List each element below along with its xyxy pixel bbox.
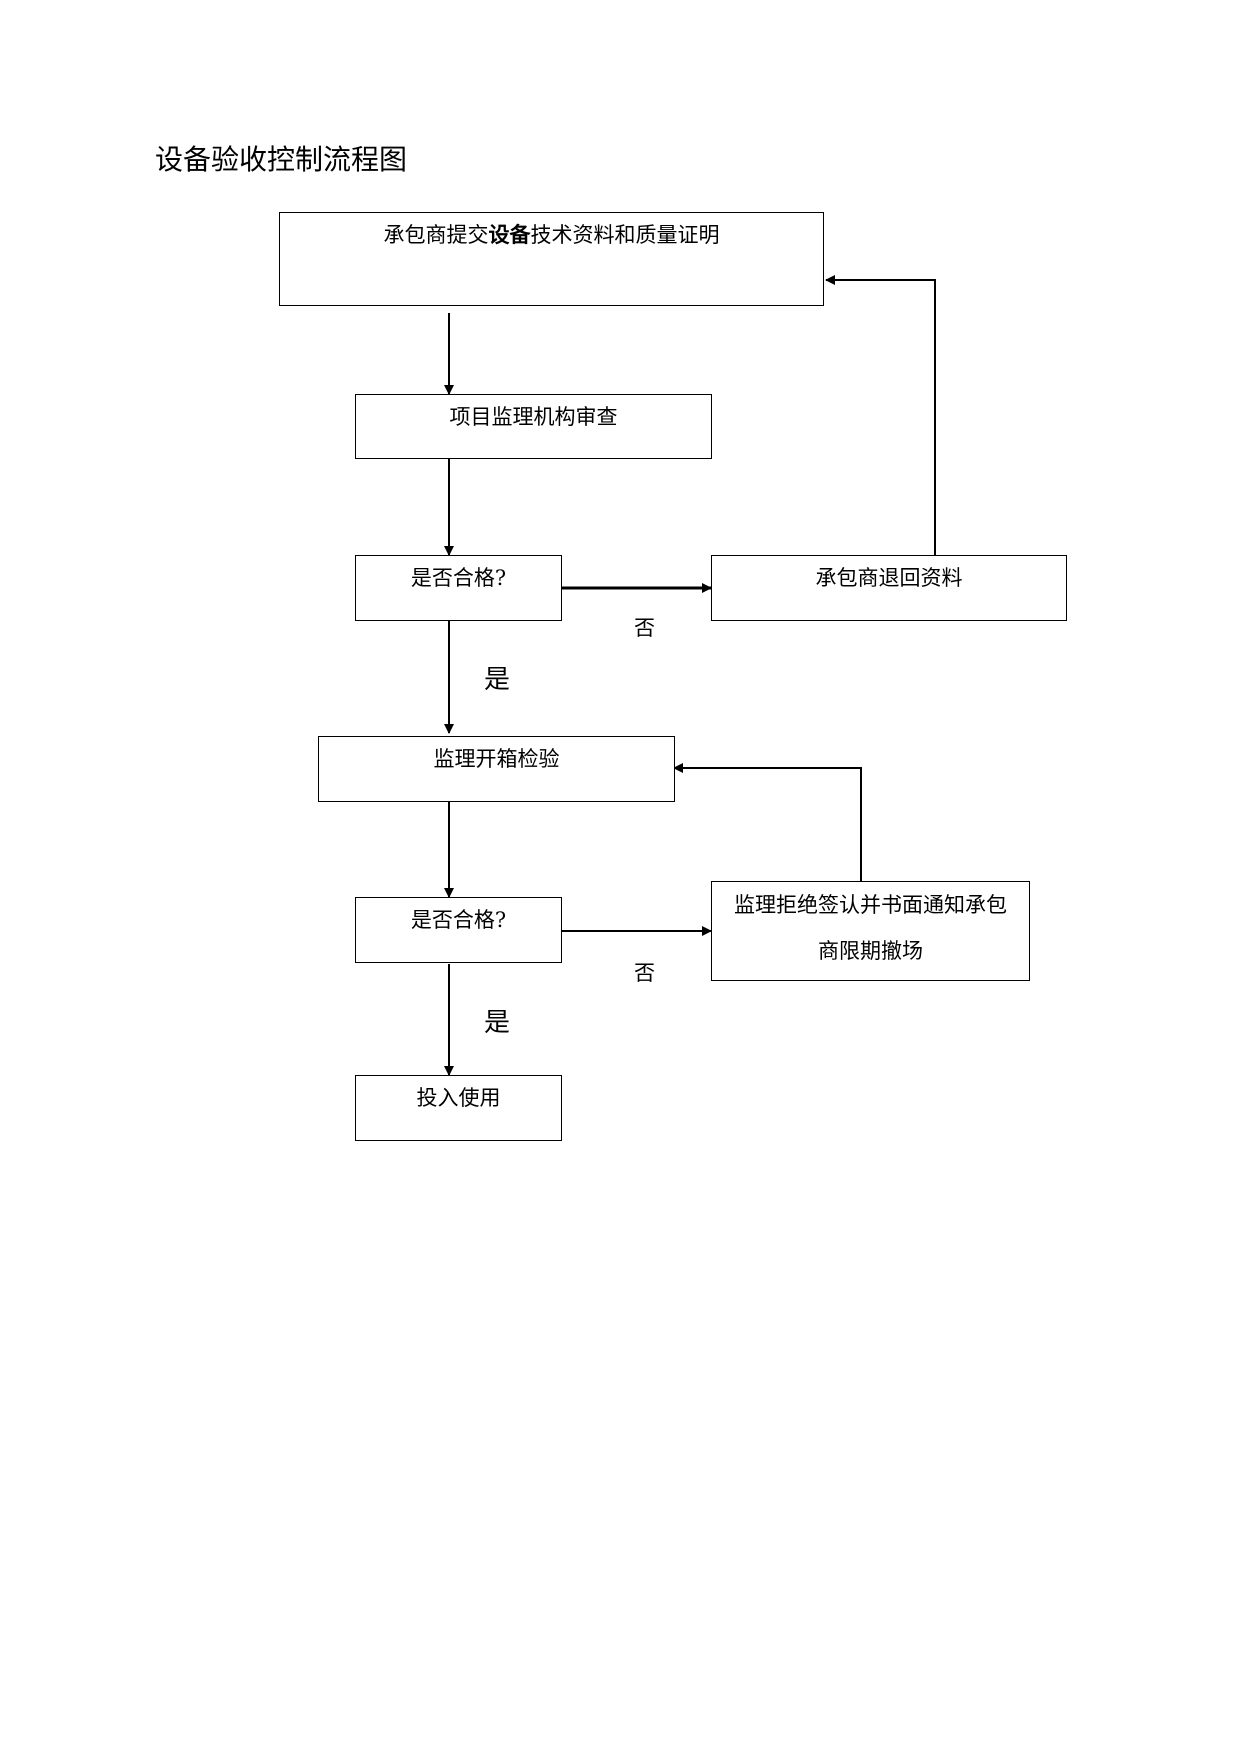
node-reject-notice-label: 监理拒绝签认并书面通知承包商限期撤场 bbox=[734, 893, 1007, 963]
page-title: 设备验收控制流程图 bbox=[155, 143, 408, 176]
node-check-2: 是否合格? bbox=[355, 897, 562, 963]
node-return-documents-label: 承包商退回资料 bbox=[815, 566, 963, 590]
edge-label-yes-1: 是 bbox=[484, 665, 511, 695]
arrow-return-to-submit bbox=[825, 275, 936, 555]
edge-label-yes-2: 是 bbox=[484, 1008, 511, 1038]
node-submit-emphasis: 设备 bbox=[488, 223, 531, 247]
node-submit-suffix: 技术资料和质量证明 bbox=[530, 223, 720, 247]
node-submit-prefix: 承包商提交 bbox=[383, 223, 489, 247]
node-put-into-use: 投入使用 bbox=[355, 1075, 562, 1141]
node-check-2-label: 是否合格? bbox=[410, 908, 507, 932]
node-return-documents: 承包商退回资料 bbox=[711, 555, 1067, 621]
node-check-1: 是否合格? bbox=[355, 555, 562, 621]
node-check-1-label: 是否合格? bbox=[410, 566, 507, 590]
node-review-label: 项目监理机构审查 bbox=[449, 405, 618, 429]
node-reject-notice: 监理拒绝签认并书面通知承包商限期撤场 bbox=[711, 881, 1030, 981]
node-unbox-inspection-label: 监理开箱检验 bbox=[433, 747, 560, 771]
edge-label-no-1: 否 bbox=[634, 616, 655, 640]
edge-label-no-2: 否 bbox=[634, 961, 655, 985]
node-submit-documents: 承包商提交设备技术资料和质量证明 bbox=[279, 212, 824, 306]
node-review: 项目监理机构审查 bbox=[355, 394, 712, 459]
node-put-into-use-label: 投入使用 bbox=[416, 1086, 501, 1110]
arrow-reject-to-unbox bbox=[673, 763, 862, 881]
node-unbox-inspection: 监理开箱检验 bbox=[318, 736, 675, 802]
